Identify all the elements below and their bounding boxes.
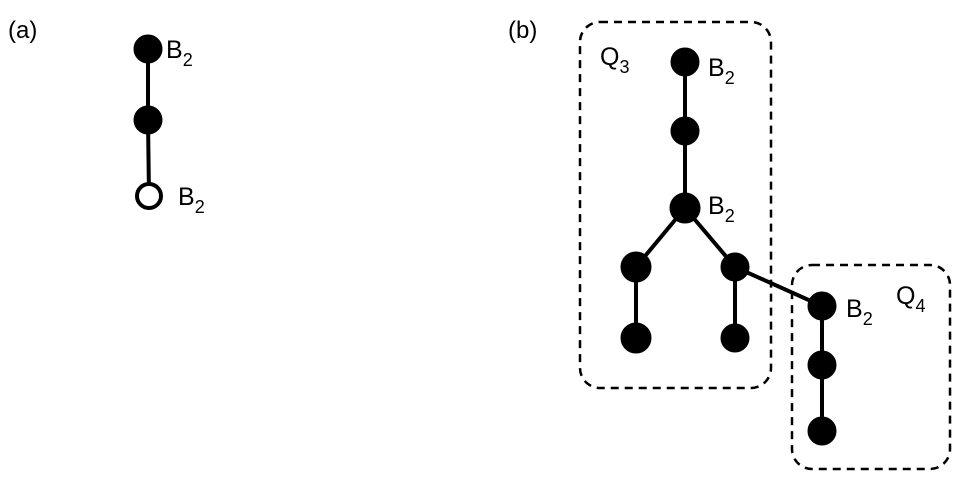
label-b-node-3: B2 bbox=[708, 192, 735, 226]
node-a-top bbox=[133, 34, 163, 64]
node-b-7 bbox=[720, 323, 750, 353]
node-b-3 bbox=[669, 192, 701, 224]
node-b-8 bbox=[807, 291, 837, 321]
node-b-10 bbox=[807, 416, 837, 446]
group-label-q4: Q4 bbox=[896, 282, 925, 316]
label-b-node-1: B2 bbox=[708, 54, 735, 88]
node-a-mid bbox=[133, 105, 163, 135]
group-box-q3 bbox=[578, 20, 773, 390]
label-a-bottom: B2 bbox=[178, 183, 205, 217]
node-b-2 bbox=[670, 116, 700, 146]
node-b-1 bbox=[670, 47, 700, 77]
label-b-node-8: B2 bbox=[846, 295, 873, 329]
panel-label-a: (a) bbox=[8, 17, 37, 44]
edge-b-7 bbox=[733, 265, 824, 308]
node-b-9 bbox=[807, 350, 837, 380]
panel-label-b: (b) bbox=[508, 17, 537, 44]
group-box-q4 bbox=[790, 263, 952, 471]
node-b-4 bbox=[620, 251, 652, 283]
node-a-bottom-open bbox=[135, 182, 163, 210]
label-a-top: B2 bbox=[166, 36, 193, 70]
node-b-5 bbox=[720, 252, 750, 282]
group-label-q3: Q3 bbox=[600, 43, 629, 77]
panel-a-graph: B2 B2 bbox=[133, 34, 205, 217]
panel-b-graph: Q3 B2 B2 B2 Q4 bbox=[578, 20, 952, 471]
node-b-6 bbox=[620, 322, 652, 354]
